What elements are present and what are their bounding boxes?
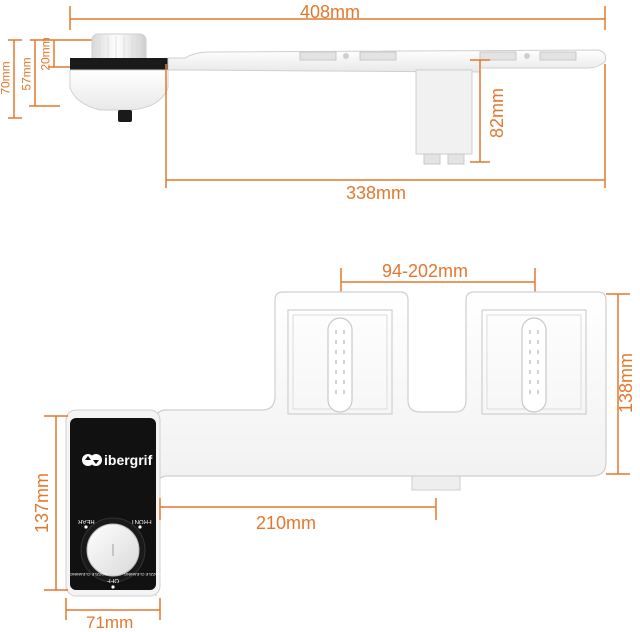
dim-line-138: [606, 293, 630, 475]
dim-label-210: 210mm: [256, 513, 317, 533]
dim-line-137: [44, 415, 68, 591]
dim-label-408: 408mm: [300, 2, 361, 22]
label-nozzle-cleaning-right: NOZZLE CLEANING: [124, 572, 162, 577]
brand-name: ibergrif: [104, 452, 153, 468]
label-nozzle-cleaning-left: NOZZLE CLEANING: [70, 572, 108, 577]
dim-label-20: 20mm: [38, 37, 53, 71]
label-rear: REAR: [78, 518, 95, 524]
dim-label-137: 137mm: [32, 472, 53, 534]
top-view-control-unit: [69, 33, 169, 122]
dim-line-338: [165, 64, 606, 188]
dim-label-82: 82mm: [487, 87, 508, 139]
dual-arrow-logo-icon: [82, 454, 102, 466]
dim-label-57: 57mm: [19, 57, 34, 91]
dim-label-71: 71mm: [86, 613, 134, 632]
dim-line-20: [30, 39, 100, 68]
top-view-plate: [167, 49, 607, 165]
dim-line-70: [8, 39, 22, 119]
control-knob: [80, 517, 146, 589]
dim-line-82: [470, 59, 490, 163]
dim-label-70: 70mm: [0, 61, 13, 95]
dim-line-71: [65, 598, 161, 620]
dim-label-94-202: 94-202mm: [382, 261, 469, 281]
dim-label-338: 338mm: [346, 183, 407, 203]
label-off: OFF: [107, 577, 119, 583]
label-front: FRONT: [131, 518, 152, 524]
dim-label-138: 138mm: [616, 352, 637, 414]
bottom-view-plate: [155, 291, 607, 596]
dim-line-408: [69, 6, 606, 30]
dim-line-210: [159, 498, 437, 520]
dim-line-57: [29, 40, 60, 107]
